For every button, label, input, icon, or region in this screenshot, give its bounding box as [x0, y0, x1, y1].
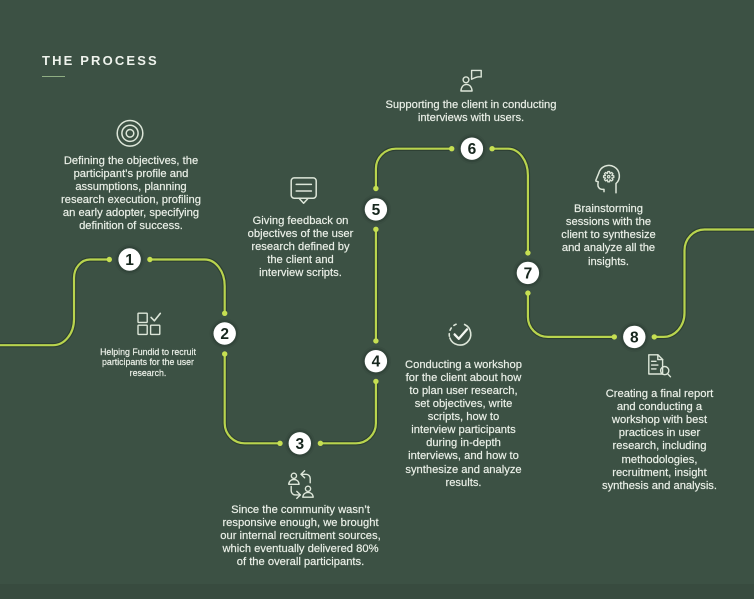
svg-text:6: 6: [468, 141, 477, 158]
svg-text:4: 4: [372, 354, 381, 371]
svg-text:2: 2: [220, 326, 229, 343]
svg-text:8: 8: [630, 329, 639, 346]
svg-text:3: 3: [295, 436, 304, 453]
svg-text:7: 7: [524, 265, 533, 282]
svg-text:1: 1: [125, 252, 134, 269]
svg-text:5: 5: [372, 202, 381, 219]
